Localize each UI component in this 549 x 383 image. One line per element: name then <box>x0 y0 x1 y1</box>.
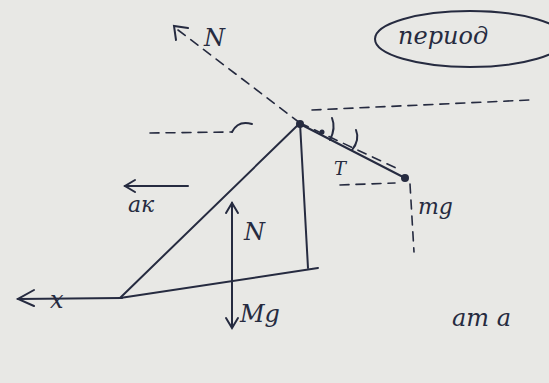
force-label: T <box>334 160 346 178</box>
force-label: N <box>204 26 225 50</box>
force-label: N <box>244 220 265 244</box>
note-text: период <box>372 8 549 48</box>
force-label: x <box>50 288 64 312</box>
force-label: mg <box>418 196 453 218</box>
force-label: aк <box>128 194 154 216</box>
force-label: Mg <box>240 302 280 326</box>
force-label: am a <box>452 306 511 330</box>
oval-note: период <box>372 8 549 70</box>
